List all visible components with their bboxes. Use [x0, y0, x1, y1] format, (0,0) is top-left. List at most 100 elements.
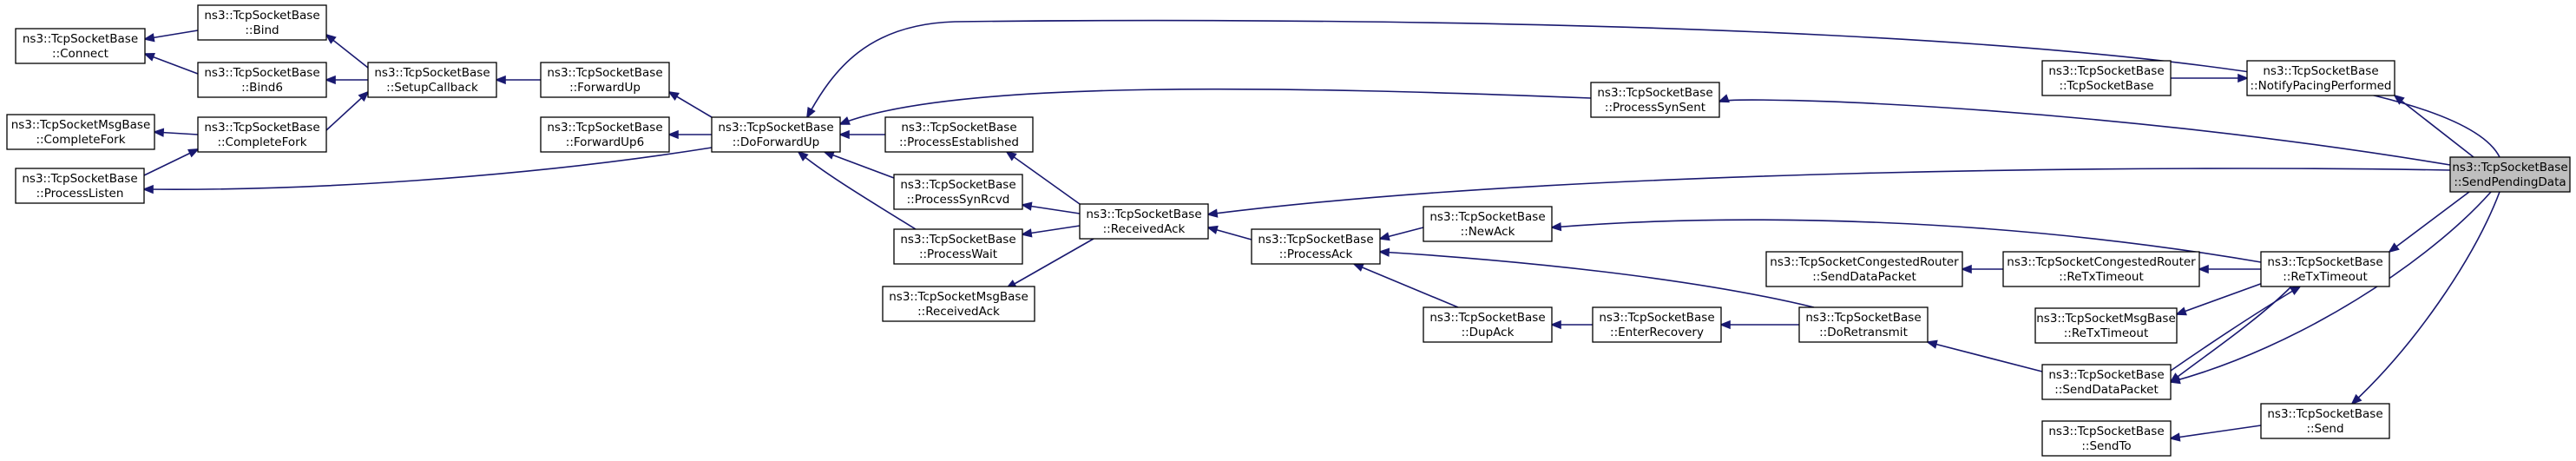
node-box [540, 116, 670, 153]
node-method-label: ::ReTxTimeout [2059, 270, 2144, 284]
edge-line [325, 91, 369, 131]
edge-arrowhead [2388, 242, 2400, 254]
edge-line [1022, 204, 1081, 214]
node-box [1765, 251, 1963, 287]
edge-arrowhead [142, 52, 155, 62]
node-box [197, 62, 327, 98]
function-node-sendto[interactable]: ns3::TcpSocketBase::SendTo [2041, 420, 2172, 457]
function-node-forwardup[interactable]: ns3::TcpSocketBase::ForwardUp [540, 62, 670, 98]
node-class-label: ns3::TcpSocketBase [204, 9, 319, 23]
node-method-label: ::NotifyPacingPerformed [2251, 79, 2392, 93]
edge-line [2394, 95, 2474, 158]
function-node-processack[interactable]: ns3::TcpSocketBase::ProcessAck [1251, 228, 1381, 265]
function-node-processestablished[interactable]: ns3::TcpSocketBase::ProcessEstablished [884, 116, 1034, 153]
function-node-dupack[interactable]: ns3::TcpSocketBase::DupAck [1423, 306, 1553, 343]
node-method-label: ::DoRetransmit [1819, 326, 1908, 339]
edge-arrowhead [667, 90, 680, 101]
edge-line [2170, 286, 2301, 372]
function-node-doforwardup[interactable]: ns3::TcpSocketBase::DoForwardUp [711, 116, 841, 153]
function-node-newack[interactable]: ns3::TcpSocketBase::NewAck [1423, 206, 1553, 242]
edge-arrowhead [1549, 221, 1562, 232]
edge-arrowhead [805, 107, 816, 119]
edge-arrowhead [152, 128, 165, 137]
function-node-forwardup6[interactable]: ns3::TcpSocketBase::ForwardUp6 [540, 116, 670, 153]
edge-arrowhead [1549, 319, 1561, 330]
call-edge [324, 75, 368, 85]
function-node-msgcompletefork[interactable]: ns3::TcpSocketMsgBase::CompleteFork [6, 114, 155, 150]
function-node-processsynsent[interactable]: ns3::TcpSocketBase::ProcessSynSent [1590, 82, 1720, 118]
node-box [15, 28, 146, 64]
function-node-msgreceivedack[interactable]: ns3::TcpSocketMsgBase::ReceivedAck [882, 286, 1035, 322]
call-edge [2170, 285, 2302, 372]
call-edge [2197, 264, 2261, 274]
function-node-congsenddatapacket[interactable]: ns3::TcpSocketCongestedRouter::SendDataP… [1765, 251, 1963, 287]
node-method-label: ::ReTxTimeout [2283, 270, 2368, 284]
call-edge [2350, 191, 2500, 405]
node-box [884, 116, 1034, 153]
function-node-congretxtimeout[interactable]: ns3::TcpSocketCongestedRouter::ReTxTimeo… [2002, 251, 2200, 287]
call-edge [2168, 425, 2262, 442]
call-edge [1020, 201, 1081, 214]
edge-arrowhead [187, 148, 200, 158]
function-node-completefork[interactable]: ns3::TcpSocketBase::CompleteFork [197, 116, 327, 153]
function-node-retxtimeout[interactable]: ns3::TcpSocketBase::ReTxTimeout [2260, 251, 2390, 287]
node-box [1079, 203, 1209, 240]
node-method-label: ::SendTo [2081, 439, 2131, 453]
node-class-label: ns3::TcpSocketBase [1086, 207, 1201, 221]
edge-arrowhead [1206, 225, 1219, 234]
edge-arrowhead [141, 184, 154, 194]
call-edge [1549, 219, 2262, 263]
call-edge [2393, 94, 2474, 158]
function-node-doretransmit[interactable]: ns3::TcpSocketBase::DoRetransmit [1798, 306, 1929, 343]
edge-arrowhead [838, 116, 851, 125]
node-method-label: ::DoForwardUp [733, 135, 820, 149]
function-node-bind6[interactable]: ns3::TcpSocketBase::Bind6 [197, 62, 327, 98]
function-node-setupcallback[interactable]: ns3::TcpSocketBase::SetupCallback [367, 62, 497, 98]
node-class-label: ns3::TcpSocketBase [204, 121, 319, 135]
node-box [2246, 60, 2395, 96]
function-node-sendpendingdata[interactable]: ns3::TcpSocketBase::SendPendingData [2449, 156, 2571, 193]
node-class-label: ns3::TcpSocketBase [1429, 210, 1545, 224]
function-node-send[interactable]: ns3::TcpSocketBase::Send [2260, 403, 2390, 439]
function-node-connect[interactable]: ns3::TcpSocketBase::Connect [15, 28, 146, 64]
function-node-processwait[interactable]: ns3::TcpSocketBase::ProcessWait [893, 228, 1023, 265]
node-class-label: ns3::TcpSocketBase [900, 233, 1015, 247]
node-class-label: ns3::TcpSocketBase [2048, 64, 2164, 78]
call-edge [2174, 281, 2266, 316]
node-box [893, 174, 1023, 210]
node-box [1798, 306, 1929, 343]
node-box [2449, 156, 2571, 193]
node-method-label: ::SendPendingData [2454, 175, 2566, 189]
node-method-label: ::ProcessSynRcvd [907, 193, 1010, 207]
node-box [893, 228, 1023, 265]
call-edge [667, 90, 713, 118]
node-method-label: ::ProcessSynSent [1605, 101, 1705, 115]
function-node-notifypacing[interactable]: ns3::TcpSocketBase::NotifyPacingPerforme… [2246, 60, 2395, 96]
node-box [540, 62, 670, 98]
call-edge [2169, 286, 2292, 384]
function-node-senddatapacket[interactable]: ns3::TcpSocketBase::SendDataPacket [2041, 364, 2172, 400]
node-method-label: ::EnterRecovery [1610, 326, 1704, 339]
node-method-label: ::SetupCallback [386, 81, 478, 95]
function-node-processlisten[interactable]: ns3::TcpSocketBase::ProcessListen [15, 168, 145, 204]
node-box [2260, 403, 2390, 439]
call-edge [797, 150, 917, 230]
edge-line [1718, 99, 2451, 166]
function-node-ctor[interactable]: ns3::TcpSocketBase::TcpSocketBase [2041, 60, 2172, 96]
function-node-msgretxtimeout[interactable]: ns3::TcpSocketMsgBase::ReTxTimeout [2034, 307, 2178, 344]
function-node-processsynrcvd[interactable]: ns3::TcpSocketBase::ProcessSynRcvd [893, 174, 1023, 210]
edge-line [839, 88, 1592, 125]
edge-arrowhead [1377, 247, 1390, 257]
function-node-enterrecovery[interactable]: ns3::TcpSocketBase::EnterRecovery [1592, 306, 1722, 343]
function-node-bind[interactable]: ns3::TcpSocketBase::Bind [197, 4, 327, 41]
edge-line [1927, 341, 2043, 372]
edge-line [143, 148, 199, 176]
node-class-label: ns3::TcpSocketMsgBase [889, 290, 1028, 304]
edge-arrowhead [2350, 393, 2362, 405]
edge-arrowhead [2393, 94, 2405, 105]
node-class-label: ns3::TcpSocketBase [2267, 407, 2382, 421]
call-edge [1206, 225, 1252, 240]
function-node-receivedack[interactable]: ns3::TcpSocketBase::ReceivedAck [1079, 203, 1209, 240]
node-box [15, 168, 145, 204]
